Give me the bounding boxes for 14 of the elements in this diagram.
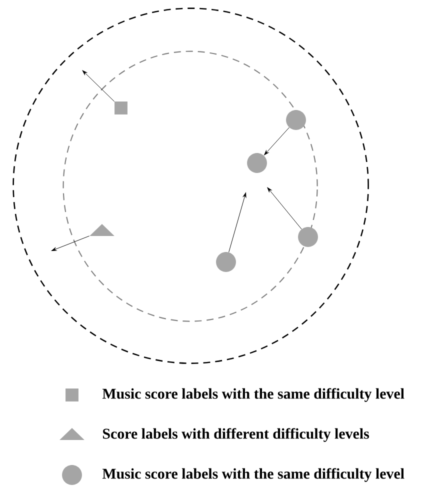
circle-marker	[286, 110, 306, 130]
arrow	[228, 192, 246, 252]
legend-text: Score labels with different difficulty levels	[103, 428, 369, 442]
legend-text: Music score labels with the same difficulty level	[102, 468, 404, 482]
arrow	[264, 127, 290, 156]
circle-marker	[216, 252, 236, 272]
circle-marker	[247, 153, 267, 173]
triangle-marker	[90, 224, 114, 236]
arrow	[82, 70, 115, 102]
legend-text: Music score labels with the same difficulty level	[102, 388, 404, 402]
square-marker	[114, 102, 128, 114]
arrow	[51, 236, 90, 251]
circle-marker	[298, 227, 318, 247]
arrow	[267, 187, 302, 230]
